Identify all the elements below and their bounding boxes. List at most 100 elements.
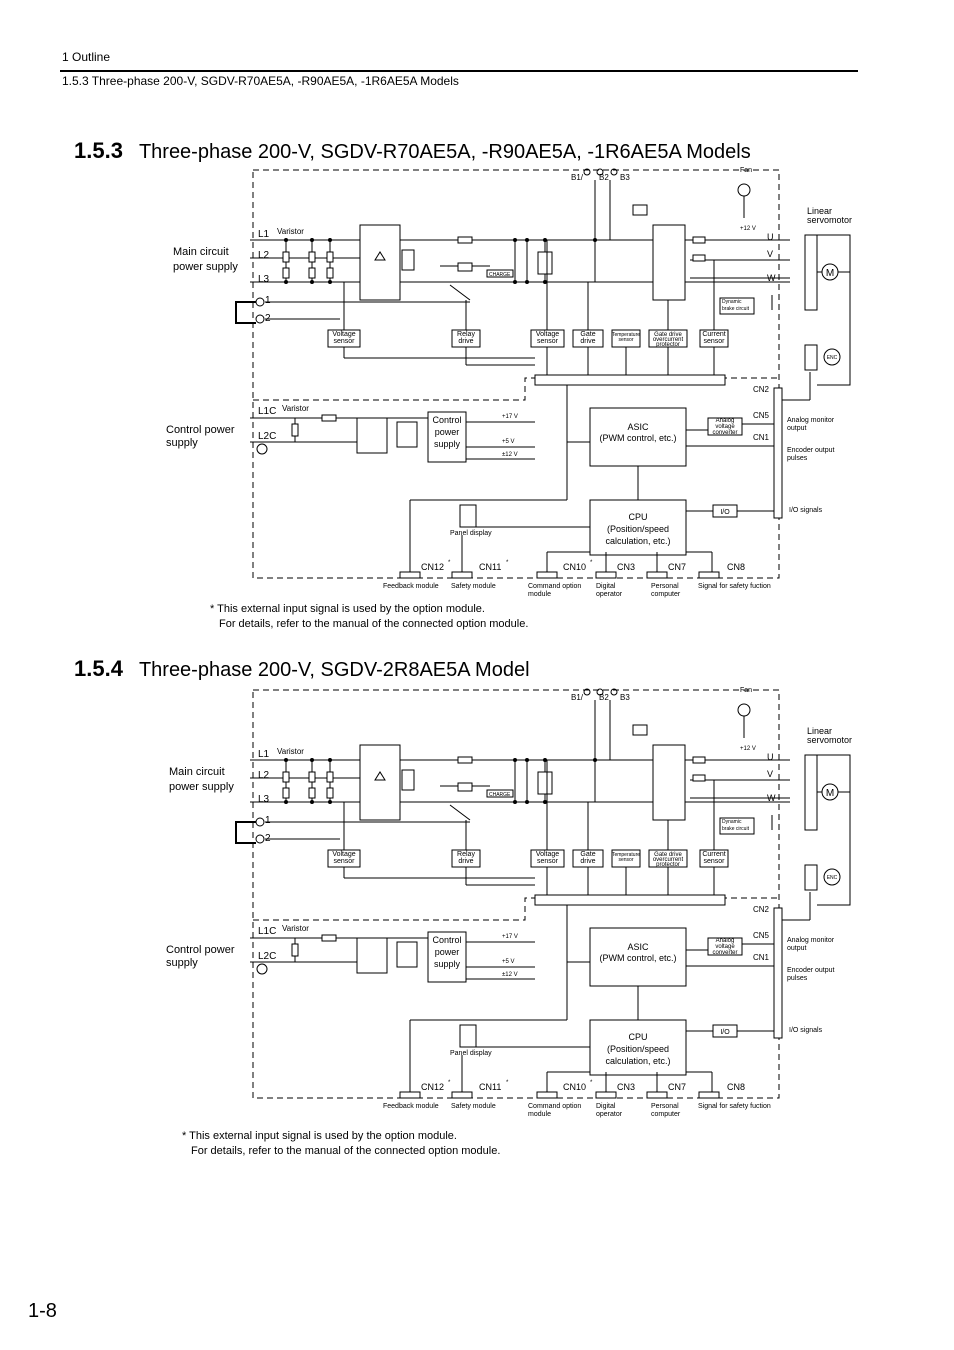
cn3-label: CN3: [617, 1082, 635, 1092]
footnote-1-line2: For details, refer to the manual of the …: [219, 618, 529, 630]
panel-display: [459, 504, 477, 528]
analog-converter-label-line-2: voltage: [715, 944, 735, 950]
digital-operator-label-line-2: operator: [596, 591, 623, 598]
diode-symbol: [374, 251, 386, 261]
junction-dot: [525, 800, 529, 804]
digital-operator-label-line-1: Digital: [596, 1103, 616, 1110]
supply-label: supply: [166, 437, 198, 449]
v12-label: ±12 V: [502, 972, 518, 978]
cn12-star: *: [448, 1080, 451, 1086]
junction-dot: [543, 280, 547, 284]
signal-bus-bar: [534, 374, 726, 386]
analog-converter-box: [707, 937, 743, 956]
cpu-label-line-1: CPU: [628, 512, 647, 522]
voltage-sensor-2-label-line-1: Voltage: [536, 331, 559, 338]
phase-W: W: [767, 273, 776, 283]
cpu-label-line-1: CPU: [628, 1032, 647, 1042]
rectifier-block: [359, 224, 401, 301]
motor-M-label: M: [826, 788, 834, 799]
analog-monitor-label-line-1: Analog monitor: [787, 937, 835, 944]
current-sensor-label-line-1: Current: [702, 331, 725, 338]
terminal-B2: [596, 168, 604, 176]
ctrl-varistor: [291, 423, 299, 437]
ground-terminal-icon: [256, 963, 268, 975]
enclosure-outline: [252, 169, 780, 579]
encoder-output-label-line-1: Encoder output: [787, 447, 835, 454]
gate-drive-protector-label-line-1: Gate drive: [654, 852, 682, 858]
voltage-sensor-2-label-line-1: Voltage: [536, 851, 559, 858]
signal-safety-label: Signal for safety fuction: [698, 583, 771, 590]
encoder-output-label-line-2: pulses: [787, 455, 808, 462]
power-supply-label: power supply: [169, 781, 234, 793]
terminal-B3: [610, 688, 618, 696]
fan-label: Fan: [740, 167, 752, 174]
label-B2: B2: [599, 693, 609, 702]
voltage-sensor-1-label-line-1: Voltage: [332, 331, 355, 338]
section-1-title: Three-phase 200-V, SGDV-R70AE5A, -R90AE5…: [138, 141, 751, 163]
cn3-label: CN3: [617, 562, 635, 572]
junction-dot: [284, 758, 288, 762]
cn3-port: [595, 571, 617, 579]
varistor-3: [326, 251, 334, 263]
command-option-label-line-2: module: [528, 1111, 551, 1118]
cn10-port: [536, 1091, 558, 1099]
command-option-label-line-1: Command option: [528, 583, 581, 590]
section-2-title: Three-phase 200-V, SGDV-2R8AE5A Model: [138, 659, 530, 681]
temperature-sensor-label-line-2: sensor: [618, 337, 633, 343]
cn8-label: CN8: [727, 562, 745, 572]
supply-label: supply: [166, 957, 198, 969]
label-B3: B3: [620, 173, 630, 182]
cn11-label: CN11: [479, 562, 501, 572]
control-power-supply-label-line-2: power: [435, 427, 460, 437]
regen-resistor: [632, 204, 648, 216]
personal-computer-label-line-1: Personal: [651, 1103, 679, 1110]
analog-converter-label-line-3: converter: [712, 950, 737, 956]
terminal-L1: L1: [258, 749, 270, 760]
asic-box: [589, 927, 687, 987]
power-supply-label: power supply: [173, 261, 238, 273]
io-label: I/O: [720, 1029, 730, 1036]
voltage-sensor-2-label-line-2: sensor: [537, 858, 559, 865]
voltage-sensor-1-label-line-2: sensor: [333, 338, 355, 345]
varistor-label: Varistor: [277, 227, 304, 236]
personal-computer-label-line-1: Personal: [651, 583, 679, 590]
varistor-1: [282, 251, 290, 263]
analog-converter-label-line-1: Analog: [716, 938, 735, 944]
gate-drive-label-line-1: Gate: [580, 851, 595, 858]
regen-resistor: [632, 724, 648, 736]
v17-label: +17 V: [502, 414, 518, 420]
personal-computer-label-line-2: computer: [651, 591, 681, 598]
ctrl-fuse: [321, 414, 337, 422]
gate-drive-label-line-1: Gate: [580, 331, 595, 338]
junction-dot: [593, 238, 597, 242]
control-power-supply-box: [427, 411, 467, 463]
junction-dot: [284, 238, 288, 242]
terminal-circle-2: [255, 314, 265, 324]
junction-dot: [310, 758, 314, 762]
junction-dot: [543, 800, 547, 804]
terminal-L1: L1: [258, 229, 270, 240]
cn7-label: CN7: [668, 562, 686, 572]
gate-drive-label-line-2: drive: [580, 338, 595, 345]
cpu-label-line-2: (Position/speed: [607, 524, 669, 534]
asic-label-line-1: ASIC: [627, 942, 649, 952]
gate-drive-protector-label-line-1: Gate drive: [654, 332, 682, 338]
analog-monitor-label-line-1: Analog monitor: [787, 417, 835, 424]
current-shunt-v: [692, 774, 706, 782]
relay-coil: [457, 262, 473, 272]
gate-drive-protector-label-line-2: overcurrent: [653, 857, 684, 863]
varistor-6: [326, 787, 334, 799]
linear-label: Linear: [807, 726, 832, 736]
terminal-circle-1: [255, 297, 265, 307]
cn10-star: *: [590, 560, 593, 566]
phase-W: W: [767, 793, 776, 803]
encoder-circle: [823, 348, 841, 366]
cn8-port: [698, 571, 720, 579]
fuse: [457, 236, 473, 244]
varistor-6: [326, 267, 334, 279]
charge-indicator: [486, 269, 514, 278]
relay-drive-label-line-1: Relay: [457, 331, 475, 338]
cn12-label: CN12: [421, 562, 444, 572]
